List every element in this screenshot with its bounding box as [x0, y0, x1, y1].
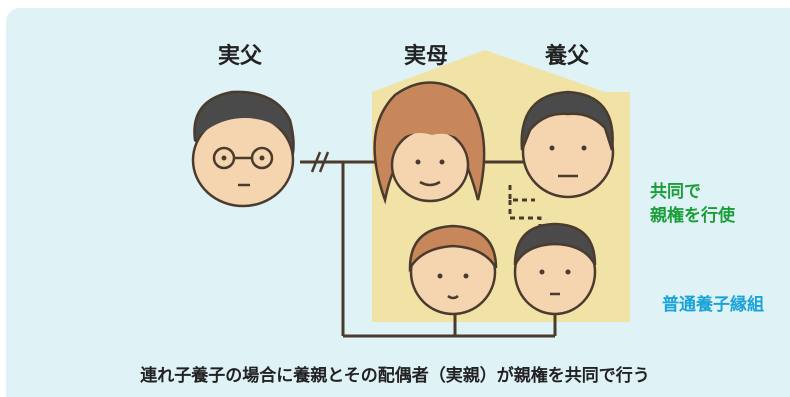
- joint-custody-line2: 親権を行使: [650, 206, 735, 226]
- relation-lines: [300, 151, 557, 338]
- child-girl-figure: [408, 224, 498, 316]
- biological-father-figure: [191, 90, 295, 208]
- label-biological-father: 実父: [218, 44, 263, 69]
- adoptive-father-figure: [520, 90, 615, 199]
- label-adoptive-father: 養父: [545, 44, 590, 69]
- caption: 連れ子養子の場合に養親とその配偶者（実親）が親権を共同で行う: [140, 366, 650, 386]
- adoption-type-label: 普通養子縁組: [662, 295, 764, 315]
- label-biological-mother: 実母: [404, 44, 449, 69]
- child-boy-figure: [513, 222, 597, 316]
- biological-mother-figure: [373, 81, 486, 205]
- joint-custody-annotation: 共同で 親権を行使: [650, 180, 735, 228]
- joint-custody-line1: 共同で: [650, 182, 701, 202]
